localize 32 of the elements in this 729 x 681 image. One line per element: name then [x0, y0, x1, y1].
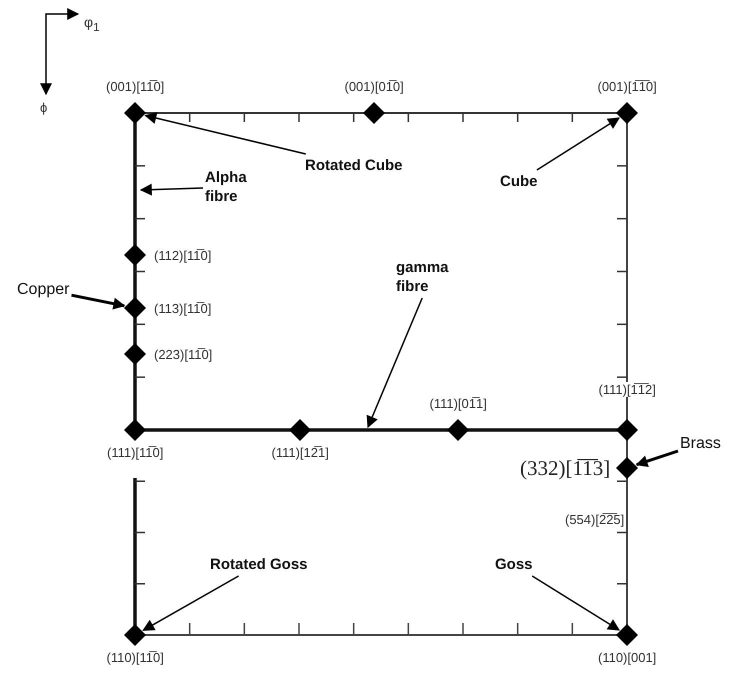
leader-arrow: [142, 575, 239, 631]
axis-label: ϕ: [40, 100, 48, 115]
axis-label: φ$_{1}$: [84, 14, 100, 34]
annotation-label: Copper: [17, 280, 70, 299]
leader-arrow: [140, 184, 204, 196]
orientation-label: (001)[01̅0]: [344, 79, 404, 94]
annotation-label: Brass: [680, 434, 721, 453]
leader-arrow: [71, 294, 126, 310]
orientation-label: (332)[1̅1̅3]: [520, 456, 610, 480]
orientation-label: (554)[2̅2̅5]: [565, 512, 624, 527]
leader-arrow: [144, 112, 306, 155]
annotation-label: Rotated Goss: [210, 555, 308, 574]
annotation-label: Goss: [495, 555, 533, 574]
orientation-label: (111)[11̅0]: [107, 445, 164, 460]
orientation-label: (001)[1̅1̅0]: [598, 79, 657, 94]
leader-arrow: [366, 298, 423, 428]
orientation-label: (111)[12̅1]: [272, 445, 329, 460]
orientation-label: (110)[001]: [598, 650, 656, 665]
leader-arrow: [532, 575, 620, 631]
annotation-label: gamma fibre: [396, 258, 466, 296]
orientation-label: (223)[11̅0]: [154, 346, 212, 362]
annotation-label: Cube: [500, 172, 538, 191]
orientation-label: (113)[11̅0]: [154, 300, 212, 316]
orientation-label: (001)[11̅0]: [106, 79, 164, 94]
leader-arrow: [536, 117, 620, 171]
orientation-label: (112)[11̅0]: [154, 248, 212, 262]
orientation-label: (111)[1̅1̅2]: [596, 382, 658, 397]
annotation-label: Rotated Cube: [305, 156, 402, 175]
annotation-label: Alpha fibre: [205, 168, 265, 206]
leader-arrow: [636, 450, 678, 467]
orientation-label: (110)[11̅0]: [106, 650, 164, 665]
orientation-label: (111)[01̅1]: [430, 396, 487, 411]
